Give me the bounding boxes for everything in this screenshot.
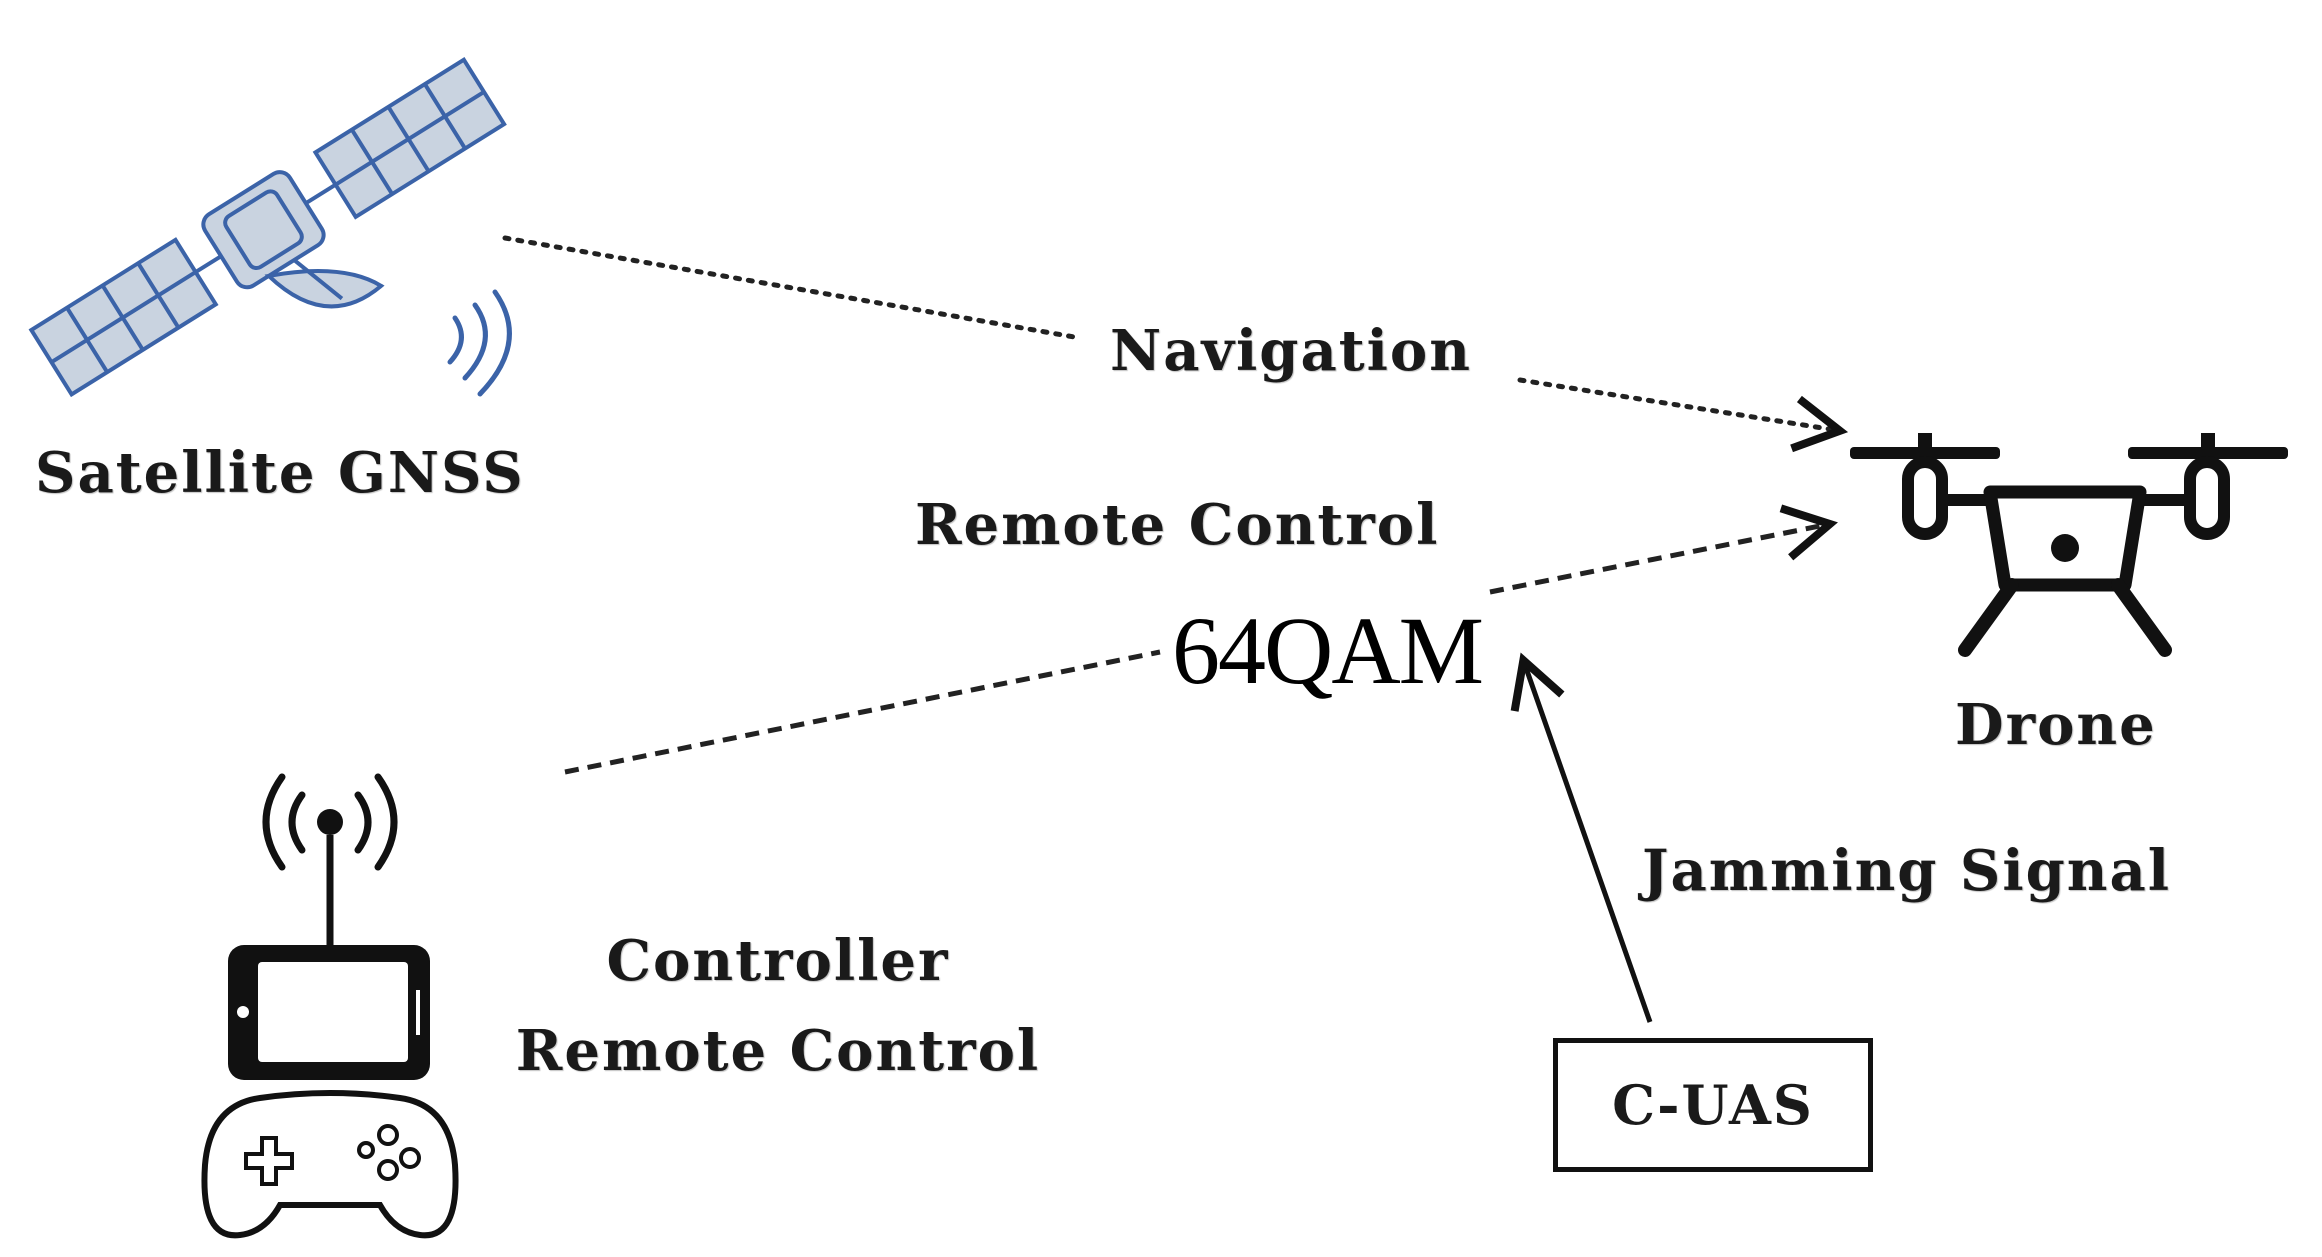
- remote-controller-icon: [201, 773, 459, 1239]
- satellite-signal-icon: [447, 289, 512, 397]
- jamming-arrow: [1510, 652, 1653, 1023]
- navigation-link: [502, 235, 1083, 341]
- navigation-link-tail: [1517, 377, 1849, 453]
- satellite-label: Satellite GNSS: [35, 440, 525, 506]
- modulation-label: 64QAM: [1172, 597, 1484, 704]
- drone-icon: [1850, 433, 2288, 657]
- remote-control-link-tail: [1489, 504, 1838, 595]
- navigation-label: Navigation: [1110, 318, 1472, 384]
- jamming-signal-label: Jamming Signal: [1642, 838, 2172, 904]
- satellite-icon: [28, 56, 507, 398]
- cuas-label: C-UAS: [1612, 1073, 1814, 1137]
- drone-label: Drone: [1955, 692, 2157, 758]
- remote-control-link: [564, 649, 1161, 775]
- cuas-box: C-UAS: [1553, 1038, 1873, 1172]
- controller-label-line1: Controller: [606, 928, 950, 994]
- remote-control-link-label: Remote Control: [915, 492, 1440, 558]
- controller-label-line2: Remote Control: [515, 1018, 1041, 1084]
